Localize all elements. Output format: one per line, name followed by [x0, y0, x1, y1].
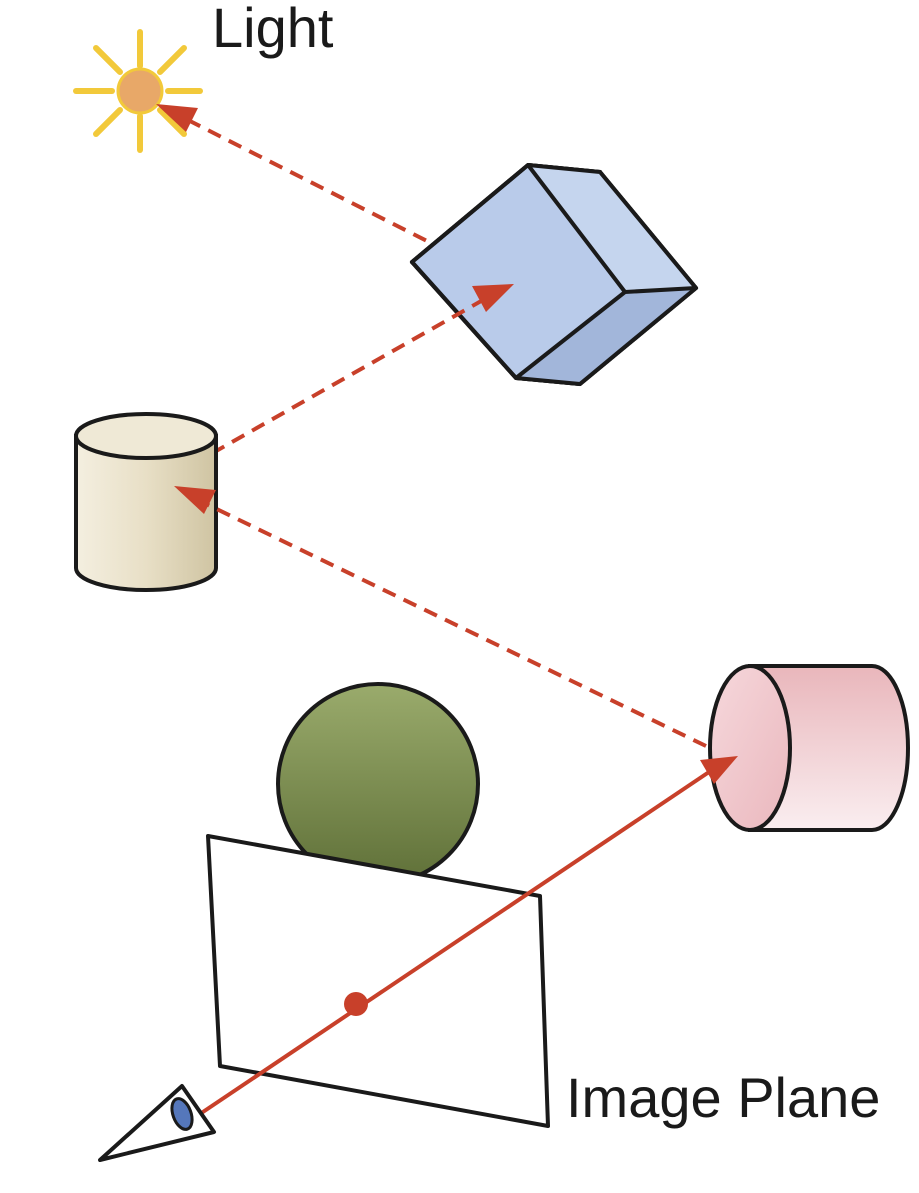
cube-faces — [410, 163, 698, 386]
reflection-ray-to-cube — [171, 284, 514, 478]
image-plane-pixel — [344, 992, 368, 1016]
shadow-ray-to-light — [156, 104, 509, 284]
eye-icon — [98, 1084, 216, 1162]
image-plane-label: Image Plane — [566, 1066, 881, 1129]
pink-cylinder-object — [708, 664, 910, 832]
light-label: Light — [212, 0, 334, 59]
image-plane — [206, 834, 550, 1128]
primary-ray — [186, 756, 738, 1124]
sun-icon — [73, 29, 203, 153]
reflection-ray-to-cylinder — [174, 486, 707, 748]
cylinder-object — [74, 412, 218, 592]
